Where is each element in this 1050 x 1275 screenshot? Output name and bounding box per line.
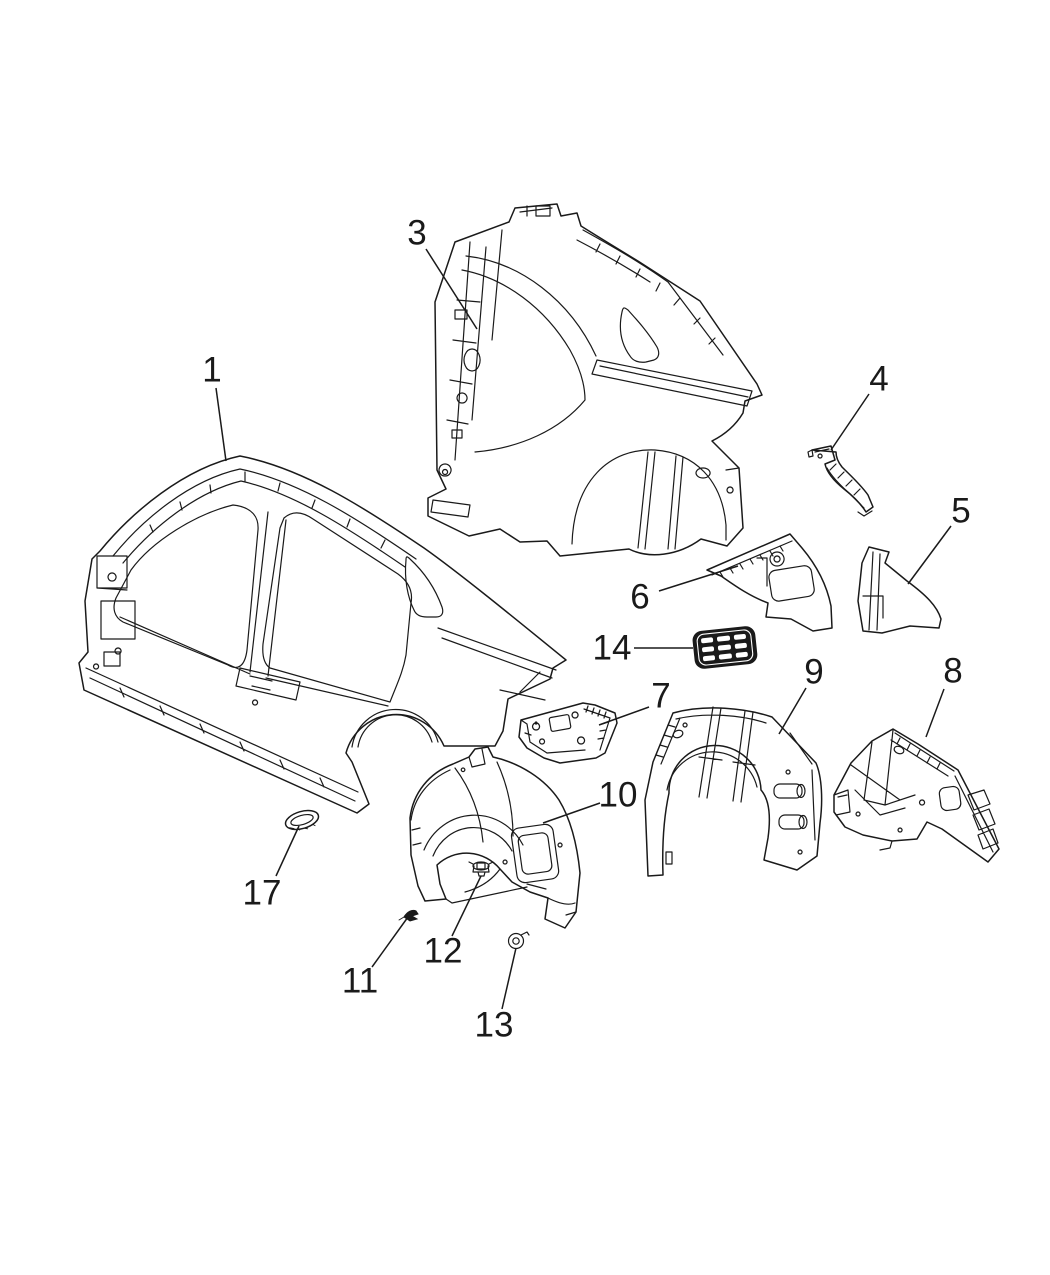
callout-leader-9 — [778, 687, 807, 735]
wheelhouse9-details — [655, 706, 816, 865]
callout-label-8: 8 — [943, 652, 962, 691]
panel8-oval-hole — [893, 745, 905, 755]
b-pillar-lines — [235, 511, 301, 706]
callout-label-7: 7 — [651, 677, 670, 716]
inner-shelf-bar — [591, 359, 753, 407]
callout-leader-10 — [542, 802, 601, 824]
rear-door-aperture — [262, 512, 413, 703]
body-side-outer-panel — [78, 455, 567, 814]
callout-label-11: 11 — [342, 962, 378, 1001]
retainer-clip — [468, 861, 494, 877]
callout-label-3: 3 — [407, 214, 426, 253]
a-pillar-hinge-boxes — [92, 555, 136, 670]
bracket-outline — [811, 445, 874, 513]
inner-panel-outline — [427, 203, 763, 557]
inner-aperture-curves — [430, 255, 597, 518]
liner10-pocket — [510, 823, 560, 884]
panel8-outline — [833, 728, 1000, 863]
bracket7-opening — [548, 714, 572, 732]
roof-rail-rear-bracket — [807, 445, 874, 517]
callout-leader-4 — [830, 393, 870, 451]
trim-panel-pocket — [768, 565, 815, 602]
wheelhouse-inner-panel — [644, 706, 823, 877]
body-side-outline — [78, 455, 567, 814]
callout-label-6: 6 — [630, 578, 649, 617]
taillamp-mounting-bracket — [518, 702, 618, 764]
plug-outer — [284, 809, 320, 831]
push-pin-tip — [398, 916, 405, 921]
panel8-lamp-opening — [938, 785, 962, 812]
roof-rail-lines — [112, 468, 417, 568]
vent-grille-frame — [696, 629, 754, 666]
callout-label-4: 4 — [869, 360, 888, 399]
callout-leader-7 — [598, 706, 650, 726]
panel8-details — [833, 729, 999, 853]
liner10-outline — [409, 746, 581, 929]
wheelhouse9-outline — [644, 707, 823, 877]
callout-label-9: 9 — [804, 653, 823, 692]
body-side-inner-panel — [427, 203, 763, 557]
inner-roof-rail-lines — [576, 229, 724, 356]
grommet-tab — [520, 931, 530, 936]
inner-pillar-holes — [438, 309, 481, 477]
wheel-arch-inner — [351, 708, 439, 748]
liner10-pocket-inner — [517, 832, 553, 875]
reinforcement-details — [862, 551, 884, 631]
quarter-upper-reinforcement — [857, 546, 942, 634]
wheelhouse9-oval-hole — [672, 729, 684, 739]
push-pin-fastener — [398, 909, 419, 922]
callout-leader-6 — [658, 565, 739, 592]
callout-leader-17 — [275, 825, 300, 877]
screw-grommet — [507, 931, 530, 950]
grommet-inner — [512, 937, 520, 945]
callout-leader-3 — [425, 248, 478, 330]
oval-body-plug — [284, 809, 320, 831]
quarter-trim-panel — [706, 533, 833, 632]
callout-leader-1 — [215, 387, 227, 462]
quarter-inner-lower-panel — [833, 728, 1000, 863]
callout-label-14: 14 — [593, 629, 632, 668]
callout-label-5: 5 — [951, 492, 970, 531]
callout-leader-5 — [907, 525, 952, 585]
wheelhouse9-mount-bosses — [773, 783, 808, 830]
vent-grille-slots — [701, 633, 748, 662]
callout-leader-13 — [501, 947, 517, 1010]
plug-hatch — [289, 823, 316, 831]
grommet-outer — [507, 932, 525, 950]
quarter-panel-creases — [437, 627, 557, 701]
callout-label-1: 1 — [202, 351, 221, 390]
clip-body — [468, 861, 494, 877]
clip-flange — [472, 861, 490, 871]
callout-label-17: 17 — [243, 874, 282, 913]
vent-grille — [692, 626, 758, 669]
reinforcement-outline — [857, 546, 942, 634]
callout-label-12: 12 — [424, 932, 463, 971]
callout-leader-8 — [925, 688, 945, 738]
plug-inner — [290, 813, 314, 827]
front-door-aperture — [113, 504, 259, 669]
trim-panel-outline — [706, 533, 833, 632]
quarter-window-opening — [404, 556, 444, 618]
callout-label-13: 13 — [475, 1006, 514, 1045]
rocker-sill-lines — [85, 616, 389, 802]
callout-label-10: 10 — [599, 776, 638, 815]
inner-pillar-lines — [446, 205, 553, 461]
wheelhouse-splash-shield — [409, 746, 581, 929]
callout-leader-11 — [371, 916, 409, 968]
trim-panel-details — [711, 540, 793, 587]
bracket7-outline — [518, 702, 618, 764]
inner-quarter-window — [619, 307, 660, 363]
inner-wheelhouse-dome — [571, 449, 740, 550]
callout-leader-12 — [451, 875, 482, 937]
liner10-details — [410, 748, 577, 916]
bracket-details — [807, 448, 873, 517]
